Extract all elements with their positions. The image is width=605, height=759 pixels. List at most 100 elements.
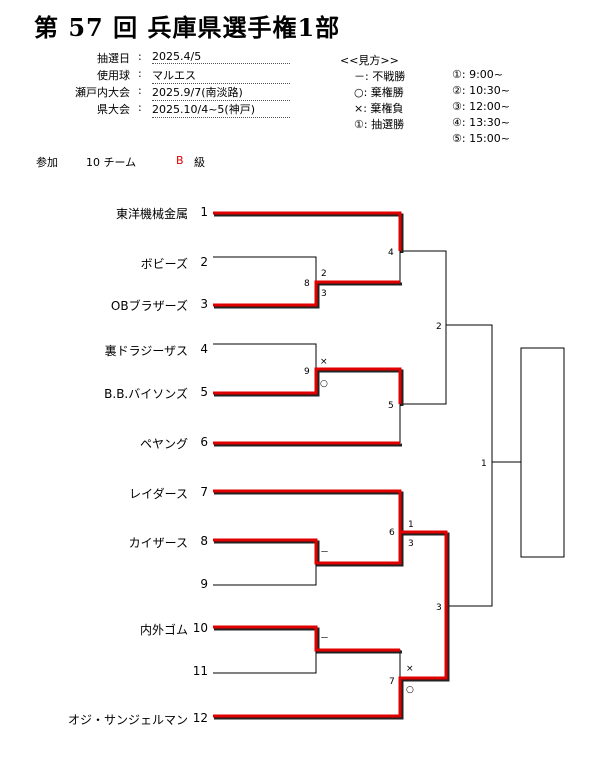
team-seed: 1 (200, 205, 208, 219)
legend-time: ⑤: 15:00~ (452, 132, 510, 145)
win-shadow (214, 627, 402, 654)
match-number: 5 (388, 401, 394, 411)
legend-item: ×: 棄権負 (354, 102, 404, 115)
win-shadow (214, 608, 450, 720)
bracket-lines (213, 212, 521, 717)
line-team-11 (213, 650, 317, 674)
line-m3-to-m1 (446, 462, 493, 607)
participants-count: 10 チーム (86, 156, 137, 169)
team-seed: 11 (192, 664, 208, 678)
win-shadow (214, 532, 450, 608)
info-label: 使用球 (97, 69, 130, 82)
win-shadow (214, 213, 404, 253)
win-path-team-3 (213, 280, 400, 307)
line-team-2 (213, 256, 317, 282)
legend-time: ④: 13:30~ (452, 116, 510, 129)
legend-time: ③: 12:00~ (452, 100, 510, 113)
match-number: 3 (436, 603, 442, 613)
team-seed: 9 (200, 577, 208, 591)
match-result: ○ (406, 685, 414, 695)
match-labels: 8 2 3 9 × ○ 4 5 2 6 1 3 － － 7 × ○ 3 1 (304, 248, 487, 695)
win-path-team-1 (213, 211, 402, 251)
win-shadow (214, 369, 404, 406)
win-shadow (214, 491, 404, 534)
match-number: 6 (389, 528, 395, 538)
info-value: 2025.10/4~5(神戸) (152, 101, 290, 118)
champion-box (520, 347, 565, 558)
team-seed: 7 (200, 485, 208, 499)
match-score: 3 (408, 539, 414, 549)
match-score: 2 (321, 269, 327, 279)
info-colon: : (138, 67, 142, 80)
team-seed: 4 (200, 342, 208, 356)
team-seed: 10 (192, 621, 208, 635)
team-name: レイダース (129, 487, 188, 501)
legend: <<見方>> －: 不戦勝 ○: 棄権勝 ×: 棄権負 ①: 抽選勝 ①: 9:… (340, 52, 540, 162)
legend-item: －: 不戦勝 (354, 70, 406, 83)
match-number: 2 (436, 322, 442, 332)
info-value: 2025.9/7(南淡路) (152, 84, 290, 101)
team-seed: 5 (200, 385, 208, 399)
line-m6-to-m3 (400, 531, 447, 606)
line-m2-to-m1 (446, 324, 493, 462)
info-colon: : (138, 50, 142, 63)
match-number: 8 (304, 279, 310, 289)
match-number: 1 (481, 459, 487, 469)
team-name: カイザース (128, 536, 188, 550)
line-mB-to-m7 (316, 649, 401, 716)
win-path-team-10 (213, 625, 400, 652)
team-seed: 6 (200, 435, 208, 449)
line-team-5 (213, 369, 317, 394)
winner-shadows (214, 213, 450, 720)
line-team-3 (213, 282, 317, 306)
info-colon: : (138, 101, 142, 114)
line-m4-to-m2 (400, 250, 447, 325)
info-label: 瀬戸内大会 (75, 86, 130, 99)
team-name: オジ・サンジェルマン (67, 713, 188, 727)
winner-paths (213, 211, 448, 718)
team-name: 内外ゴム (139, 623, 188, 637)
team-name: 東洋機械金属 (115, 207, 188, 221)
team-seed: 3 (200, 297, 208, 311)
match-score: 1 (408, 520, 414, 530)
win-path-team-8 (213, 530, 448, 606)
team-seed: 2 (200, 255, 208, 269)
class-letter: B (176, 154, 184, 167)
team-seed: 8 (200, 534, 208, 548)
match-result: － (320, 634, 329, 644)
info-colon: : (138, 84, 142, 97)
line-team-9 (213, 563, 317, 586)
team-name: B.B.バイソンズ (104, 387, 188, 401)
legend-title: <<見方>> (340, 54, 399, 67)
class-suffix: 級 (194, 156, 205, 169)
match-number: 7 (389, 677, 395, 687)
win-shadow (214, 282, 402, 309)
team-name: 裏ドラジーザス (104, 344, 188, 358)
match-result: － (320, 548, 329, 558)
legend-item: ○: 棄権勝 (354, 86, 404, 99)
team-seed: 12 (192, 711, 208, 725)
team-name: ペヤング (139, 437, 188, 451)
info-value: 2025.4/5 (152, 50, 290, 64)
legend-item: ①: 抽選勝 (354, 118, 405, 131)
match-number: 4 (388, 248, 394, 258)
team-name: OBブラザーズ (110, 299, 188, 313)
page-title: 第 57 回 兵庫県選手権1部 (34, 13, 341, 42)
legend-time: ②: 10:30~ (452, 84, 510, 97)
match-score: 3 (321, 289, 327, 299)
win-path-team-5 (213, 367, 402, 404)
win-path-team-7 (213, 489, 402, 532)
match-result: × (320, 357, 328, 367)
legend-time: ①: 9:00~ (452, 68, 503, 81)
team-name: ボビーズ (140, 257, 188, 271)
line-team-4 (213, 343, 317, 369)
line-m5-to-m2 (400, 325, 447, 405)
match-number: 9 (304, 367, 310, 377)
participants-label: 参加 (36, 156, 58, 169)
info-value: マルエス (152, 67, 290, 84)
info-label: 県大会 (97, 103, 130, 116)
win-path-team-12 (213, 606, 448, 718)
info-label: 抽選日 (97, 52, 130, 65)
match-result: ○ (320, 379, 328, 389)
